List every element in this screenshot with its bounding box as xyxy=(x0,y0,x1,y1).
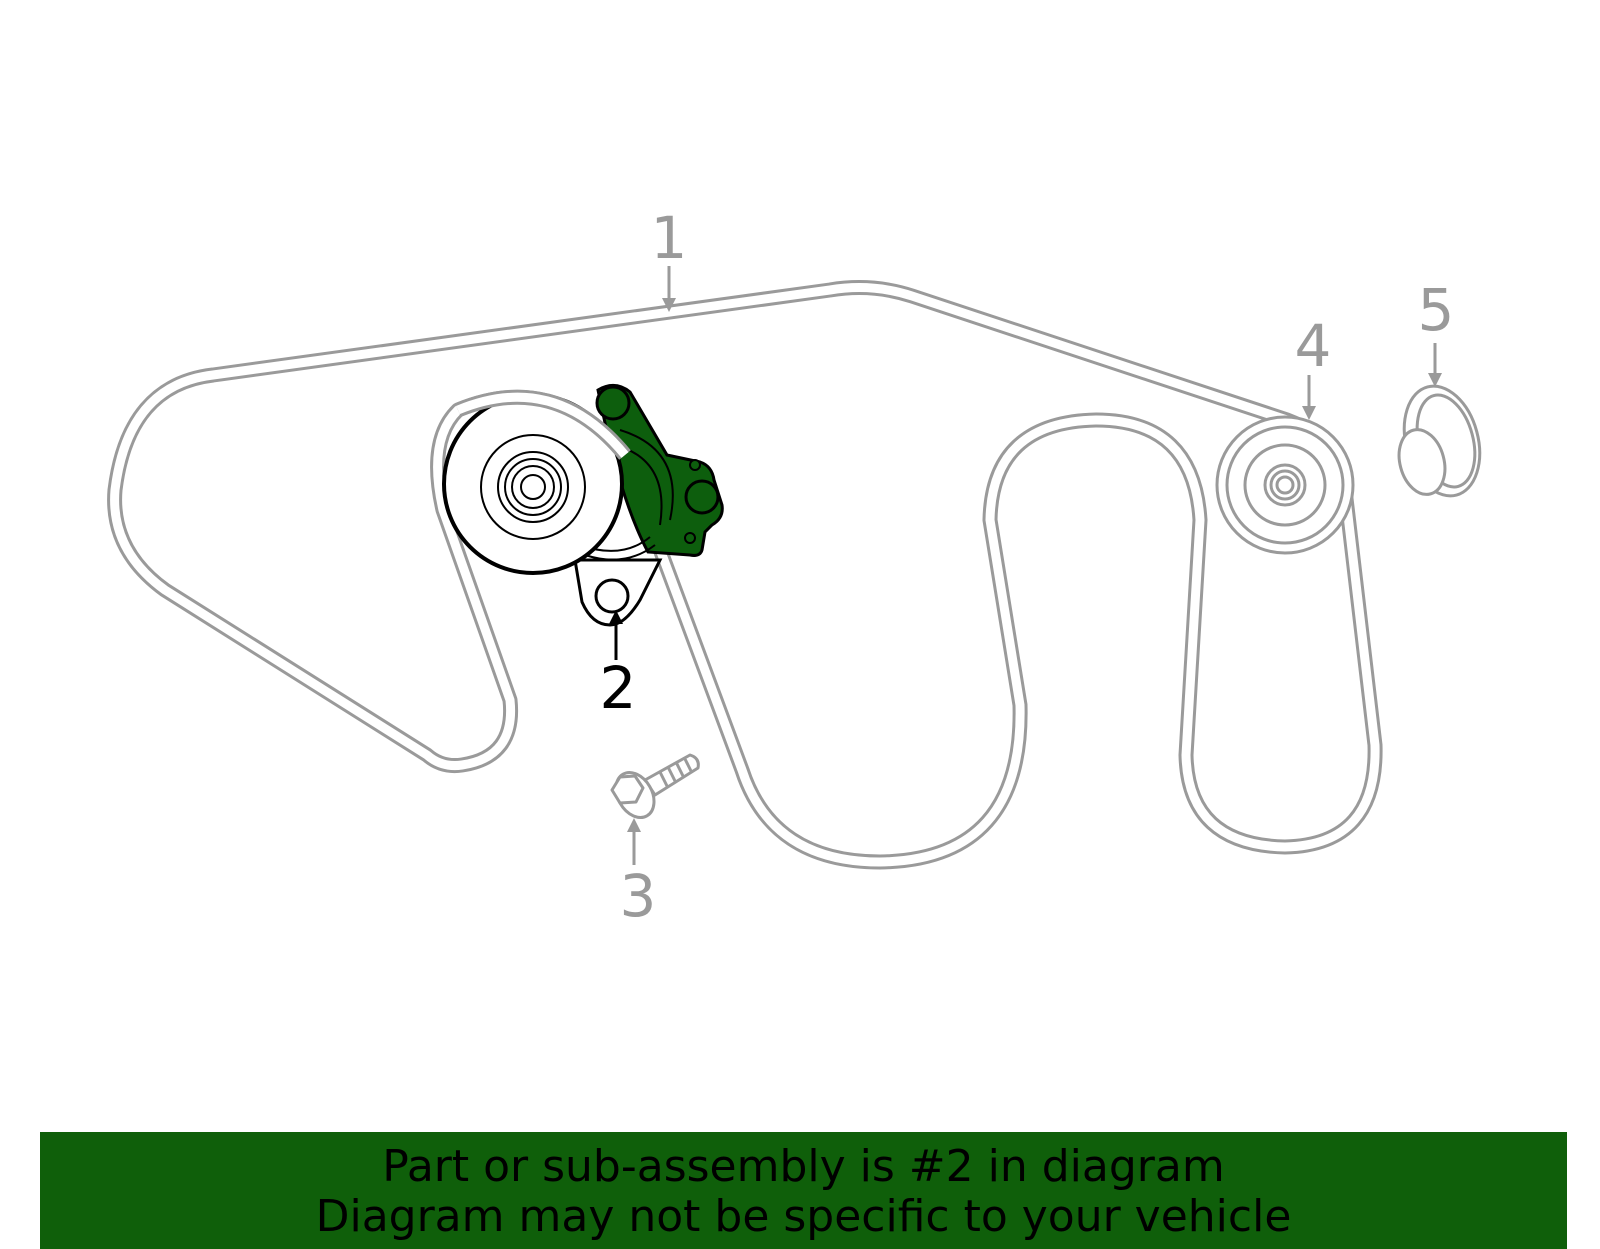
bracket-small-hole-2 xyxy=(684,532,696,544)
banner-line-2: Diagram may not be specific to your vehi… xyxy=(315,1191,1292,1242)
idler-pulley[interactable] xyxy=(1215,415,1355,555)
tensioner-pulley-ring-mid xyxy=(504,458,562,516)
bracket-top-boss xyxy=(595,385,631,421)
idler-pulley-outer xyxy=(1215,415,1355,555)
tensioner-pulley-ring-outer xyxy=(497,451,569,523)
callout-number-1: 1 xyxy=(651,204,688,272)
callout-arrow-3 xyxy=(627,818,641,865)
tensioner-pulley-hub xyxy=(480,434,586,540)
callout-number-4: 4 xyxy=(1295,312,1332,380)
tensioner-pulley-ring-inner xyxy=(511,465,555,509)
dust-cap[interactable] xyxy=(1392,378,1491,505)
callout-arrow-1 xyxy=(662,266,676,312)
callout-number-2: 2 xyxy=(600,654,637,722)
callout-arrow-2 xyxy=(609,610,623,660)
tensioner-mount-hole xyxy=(594,578,630,614)
serpentine-belt[interactable] xyxy=(107,280,1383,870)
tensioner-pulley-bore xyxy=(520,474,546,500)
bolt[interactable] xyxy=(608,753,700,824)
idler-pulley-hub xyxy=(1243,443,1327,527)
idler-pulley-ring-inner xyxy=(1269,469,1301,501)
banner-line-1: Part or sub-assembly is #2 in diagram xyxy=(382,1141,1225,1192)
idler-pulley-ring xyxy=(1263,463,1307,507)
belt-over-tensioner-inner xyxy=(456,392,629,458)
callout-arrow-5 xyxy=(1428,343,1442,387)
idler-pulley-rim xyxy=(1225,425,1345,545)
dust-cap-face xyxy=(1397,428,1447,496)
callout-arrow-4 xyxy=(1302,375,1316,420)
callout-number-5: 5 xyxy=(1418,276,1455,344)
bracket-small-hole-1 xyxy=(689,459,701,471)
bracket-right-boss xyxy=(684,479,720,515)
bolt-threads xyxy=(658,756,694,789)
info-banner: Part or sub-assembly is #2 in diagram Di… xyxy=(40,1132,1567,1249)
callout-number-3: 3 xyxy=(620,862,657,930)
idler-pulley-bore xyxy=(1275,475,1295,495)
bolt-head xyxy=(610,774,645,805)
tensioner-bracket xyxy=(596,384,724,557)
tensioner-assembly[interactable] xyxy=(442,384,724,627)
